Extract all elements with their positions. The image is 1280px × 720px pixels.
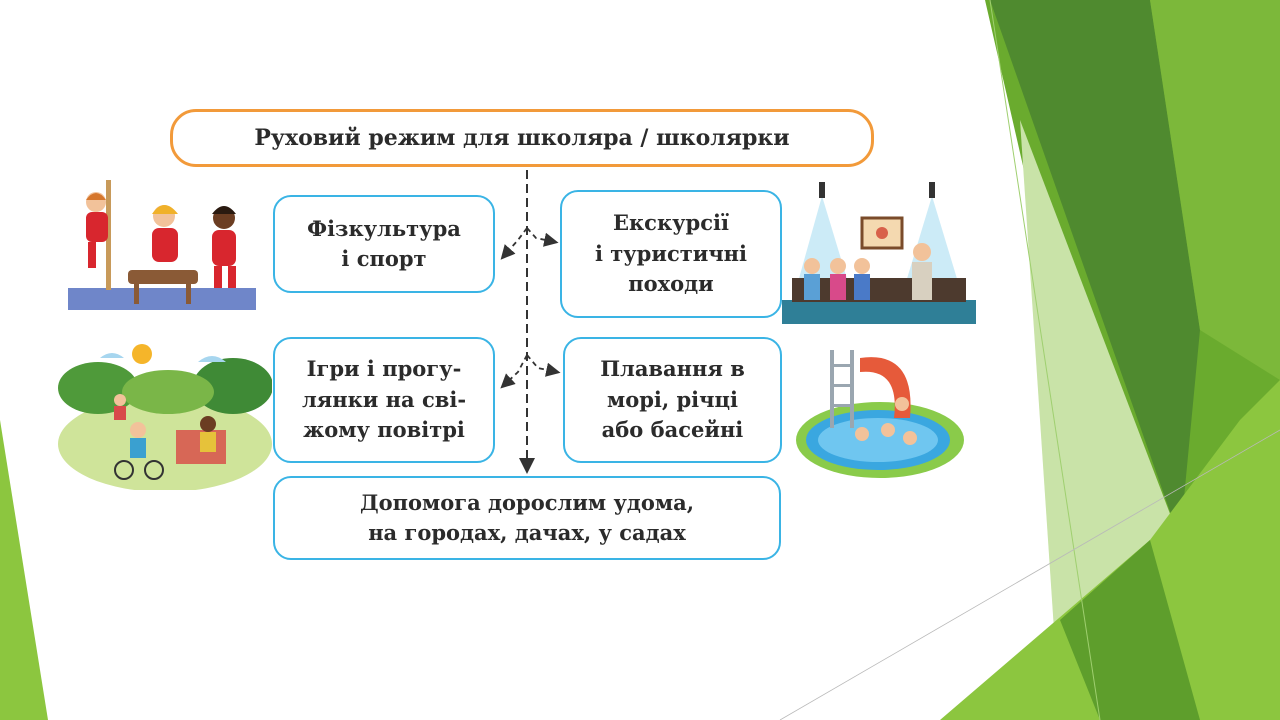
node-excursions: Екскурсії і туристичні походи [560, 190, 782, 318]
green-facet-2 [990, 0, 1200, 540]
green-facet-6 [1060, 540, 1200, 720]
arrow-to-excursions [526, 227, 559, 247]
node-games: Ігри і прогу- лянки на сві- жому повітрі [273, 337, 495, 463]
node-sport: Фізкультура і спорт [273, 195, 495, 293]
arrow-to-games [500, 354, 528, 389]
park-games-illustration [58, 344, 272, 490]
arrow-to-sport [500, 227, 528, 260]
museum-excursion-illustration [782, 182, 976, 324]
diagram-title: Руховий режим для школяра / школярки [170, 109, 874, 167]
green-facet-left [0, 420, 48, 720]
green-facet-5 [940, 380, 1280, 720]
arrow-to-swim [526, 354, 561, 377]
node-help: Допомога дорослим удома, на городах, дач… [273, 476, 781, 560]
gymnastics-kids-illustration [68, 180, 256, 310]
thin-line-2 [779, 429, 1280, 720]
pool-slide-illustration [796, 350, 964, 478]
green-facet-3 [1150, 0, 1280, 380]
thin-line-1 [989, 0, 1101, 720]
node-swim: Плавання в морі, річці або басейні [563, 337, 782, 463]
